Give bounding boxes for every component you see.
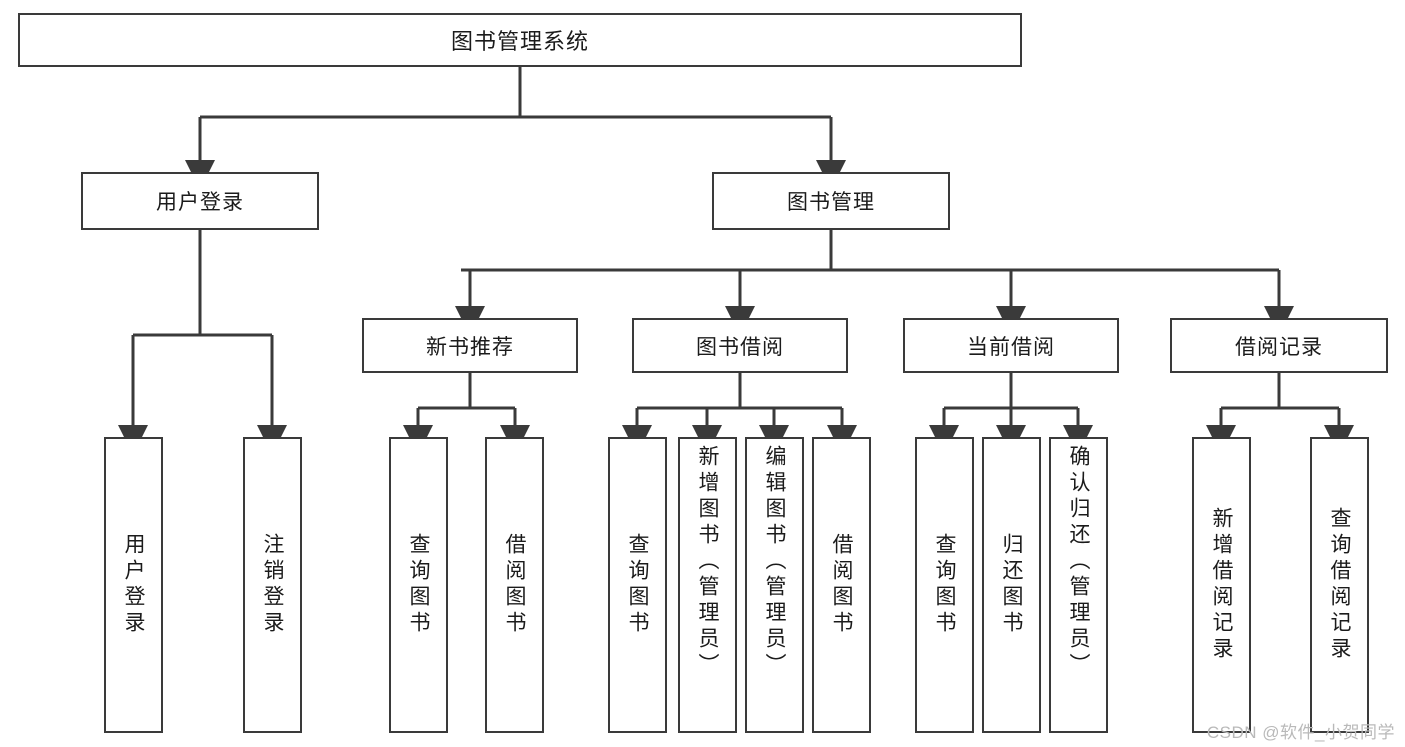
node-user-login[interactable]: 用户登录 [81,172,319,230]
leaf-node[interactable]: 编辑图书（管理员） [745,437,804,733]
leaf-node-label: 查询图书 [407,533,430,637]
leaf-node[interactable]: 注销登录 [243,437,302,733]
leaf-node-label: 查询图书 [626,533,649,637]
node-book-management[interactable]: 图书管理 [712,172,950,230]
leaf-node[interactable]: 新增图书（管理员） [678,437,737,733]
leaf-node-label: 借阅图书 [830,533,853,637]
node-new-book-recommend[interactable]: 新书推荐 [362,318,578,373]
leaf-node-label: 用户登录 [122,533,145,637]
leaf-node-label: 查询图书 [933,533,956,637]
leaf-node[interactable]: 查询图书 [608,437,667,733]
leaf-node[interactable]: 查询图书 [389,437,448,733]
node-root[interactable]: 图书管理系统 [18,13,1022,67]
watermark: CSDN @软件_小贺同学 [1206,723,1395,742]
leaf-node[interactable]: 借阅图书 [812,437,871,733]
node-user-login-label: 用户登录 [156,191,244,214]
leaf-node-label: 注销登录 [261,533,284,637]
leaf-node[interactable]: 查询借阅记录 [1310,437,1369,733]
leaf-node[interactable]: 新增借阅记录 [1192,437,1251,733]
leaf-node-label: 查询借阅记录 [1328,507,1351,663]
leaf-node[interactable]: 归还图书 [982,437,1041,733]
leaf-node-label: 确认归还（管理员） [1067,445,1090,679]
leaf-node-label: 新增图书（管理员） [696,445,719,679]
leaf-node[interactable]: 用户登录 [104,437,163,733]
node-current-borrow-label: 当前借阅 [967,335,1055,359]
leaf-node[interactable]: 借阅图书 [485,437,544,733]
leaf-node[interactable]: 查询图书 [915,437,974,733]
node-root-label: 图书管理系统 [450,29,589,54]
node-current-borrow[interactable]: 当前借阅 [903,318,1119,373]
leaf-node-label: 借阅图书 [503,533,526,637]
node-book-borrow[interactable]: 图书借阅 [632,318,848,373]
node-borrow-record-label: 借阅记录 [1235,335,1323,359]
leaf-node-label: 编辑图书（管理员） [763,445,786,679]
leaf-node[interactable]: 确认归还（管理员） [1049,437,1108,733]
leaf-node-label: 新增借阅记录 [1210,507,1233,663]
node-borrow-record[interactable]: 借阅记录 [1170,318,1388,373]
node-book-management-label: 图书管理 [787,191,875,214]
node-book-borrow-label: 图书借阅 [696,335,784,359]
leaf-node-label: 归还图书 [1000,533,1023,637]
node-new-book-recommend-label: 新书推荐 [426,335,514,359]
